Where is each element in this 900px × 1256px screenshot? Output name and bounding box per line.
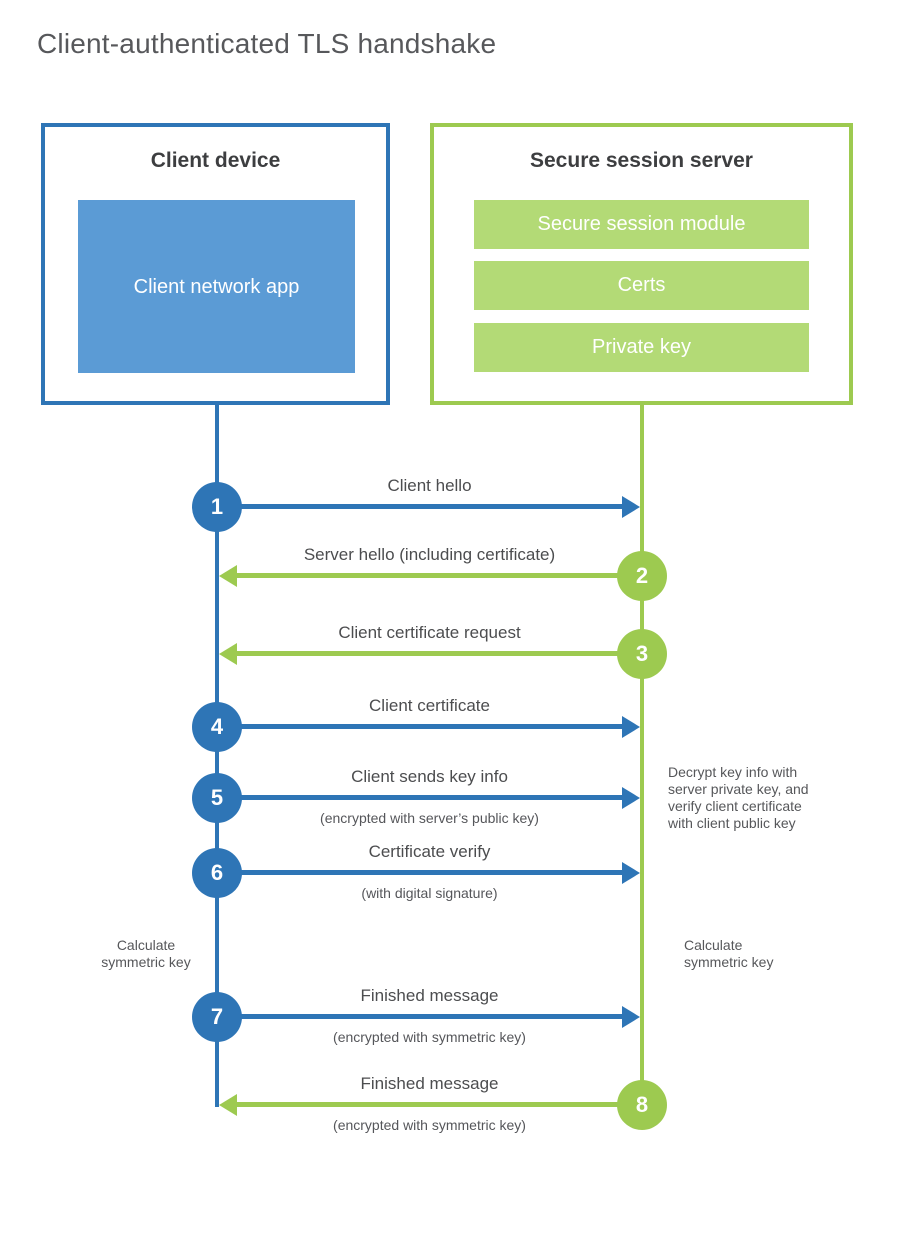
message-row: 4 Client certificate: [0, 696, 900, 752]
message-label: Client certificate: [369, 696, 490, 715]
message-sublabel: (with digital signature): [361, 885, 498, 901]
client-lifeline: [215, 405, 219, 1107]
decrypt-key-note: Decrypt key info with server private key…: [668, 764, 809, 831]
step-number-badge: 3: [617, 629, 667, 679]
message-row: 5 Client sends key info (encrypted with …: [0, 767, 900, 826]
message-label: Certificate verify: [368, 842, 491, 861]
calculate-symmetric-key-note-server: Calculate symmetric key: [684, 937, 774, 970]
message-sublabel: (encrypted with symmetric key): [333, 1117, 526, 1133]
arrow-line: [217, 504, 622, 509]
step-number-badge: 2: [617, 551, 667, 601]
message-label: Client sends key info: [351, 767, 508, 786]
message-row: 6 Certificate verify (with digital signa…: [0, 842, 900, 901]
calculate-symmetric-key-note-client: Calculate symmetric key: [101, 937, 191, 970]
arrowhead-right-icon: [622, 1006, 640, 1028]
message-sublabel: (encrypted with server’s public key): [320, 810, 539, 826]
arrow-line: [237, 651, 642, 656]
message-sublabel: (encrypted with symmetric key): [333, 1029, 526, 1045]
arrow-line: [217, 870, 622, 875]
arrowhead-left-icon: [219, 565, 237, 587]
step-number-badge: 1: [192, 482, 242, 532]
arrowhead-right-icon: [622, 716, 640, 738]
message-row: 7 Finished message (encrypted with symme…: [0, 986, 900, 1045]
page-title: Client-authenticated TLS handshake: [37, 28, 497, 59]
secure-session-server-title: Secure session server: [530, 149, 753, 172]
message-row: 2 Server hello (including certificate): [0, 545, 900, 601]
client-network-app-box: Client network app: [78, 200, 355, 373]
arrowhead-right-icon: [622, 787, 640, 809]
arrow-line: [237, 1102, 642, 1107]
step-number-badge: 5: [192, 773, 242, 823]
message-label: Finished message: [360, 1074, 499, 1093]
arrowhead-left-icon: [219, 1094, 237, 1116]
server-lifeline: [640, 405, 644, 1107]
arrow-line: [217, 1014, 622, 1019]
client-device-title: Client device: [150, 149, 281, 172]
step-number-badge: 4: [192, 702, 242, 752]
message-label: Client certificate request: [338, 623, 521, 642]
message-label: Finished message: [360, 986, 499, 1005]
arrow-line: [237, 573, 642, 578]
message-row: 3 Client certificate request: [0, 623, 900, 679]
arrowhead-right-icon: [622, 496, 640, 518]
server-module-bar: Private key: [474, 323, 809, 372]
step-number-badge: 7: [192, 992, 242, 1042]
arrow-line: [217, 795, 622, 800]
client-network-app-label: Client network app: [133, 275, 300, 298]
server-module-bar: Secure session module: [474, 200, 809, 249]
secure-session-server-box: Secure session server Secure session mod…: [430, 123, 853, 405]
step-number-badge: 8: [617, 1080, 667, 1130]
arrowhead-right-icon: [622, 862, 640, 884]
message-row: 1 Client hello: [0, 476, 900, 532]
arrow-line: [217, 724, 622, 729]
client-device-box: Client device Client network app: [41, 123, 390, 405]
server-module-bar: Certs: [474, 261, 809, 310]
message-row: 8 Finished message (encrypted with symme…: [0, 1074, 900, 1133]
message-label: Server hello (including certificate): [303, 545, 556, 564]
message-label: Client hello: [387, 476, 472, 495]
step-number-badge: 6: [192, 848, 242, 898]
arrowhead-left-icon: [219, 643, 237, 665]
